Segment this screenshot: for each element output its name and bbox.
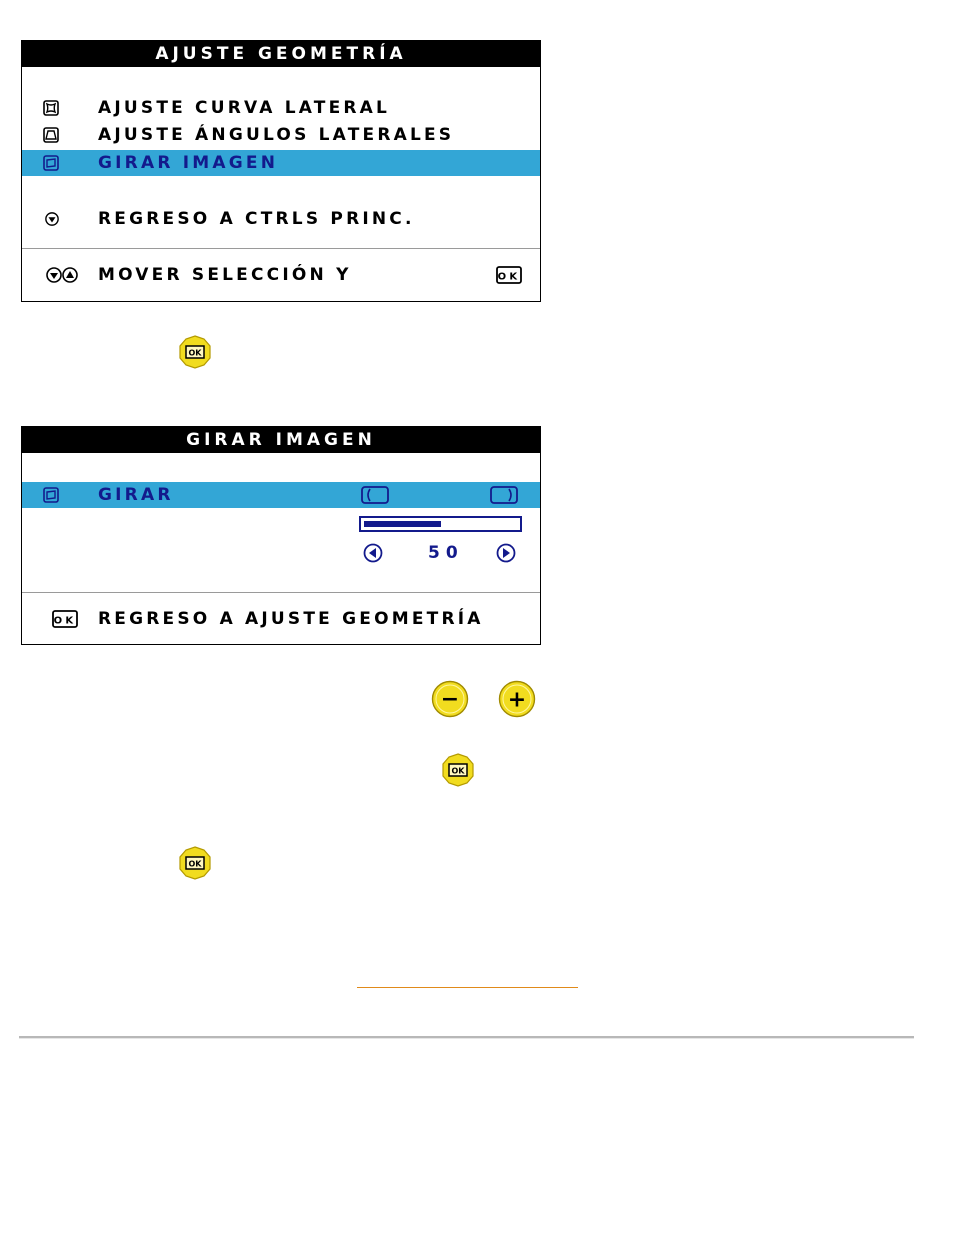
menu-title: GIRAR IMAGEN — [22, 427, 540, 453]
up-down-arrows-icon — [46, 267, 80, 283]
menu-item-girar-imagen[interactable]: GIRAR IMAGEN — [22, 150, 540, 176]
svg-text:OK: OK — [498, 272, 521, 283]
svg-text:OK: OK — [189, 860, 203, 869]
ok-box-icon: OK — [496, 266, 522, 284]
divider — [22, 592, 540, 593]
menu-item-angulos-laterales[interactable]: AJUSTE ÁNGULOS LATERALES — [22, 122, 540, 148]
menu-item-label: AJUSTE CURVA LATERAL — [98, 95, 390, 121]
menu-title: AJUSTE GEOMETRÍA — [22, 41, 540, 67]
horizontal-rule — [19, 1036, 914, 1039]
plus-button[interactable]: + — [498, 680, 536, 718]
rotate-left-icon — [361, 486, 389, 504]
menu-item-label: GIRAR IMAGEN — [98, 150, 278, 176]
rotate-icon — [43, 155, 59, 171]
osd-menu-rotate: GIRAR IMAGEN GIRAR 50 OK REGRESO A — [21, 426, 541, 645]
menu-item-label: GIRAR — [98, 482, 174, 508]
down-arrow-icon — [45, 212, 59, 226]
rotation-level-fill — [364, 521, 441, 527]
svg-text:−: − — [441, 687, 459, 712]
rotate-icon — [43, 487, 59, 503]
osd-menu-geometry: AJUSTE GEOMETRÍA AJUSTE CURVA LATERAL AJ… — [21, 40, 541, 302]
ok-button[interactable]: OK — [178, 846, 212, 880]
svg-text:OK: OK — [189, 349, 203, 358]
menu-footer: MOVER SELECCIÓN Y OK — [22, 262, 540, 288]
svg-text:OK: OK — [452, 767, 466, 776]
link-underline[interactable] — [357, 987, 578, 988]
left-arrow-icon[interactable] — [363, 543, 383, 563]
rotation-value: 50 — [428, 543, 464, 563]
menu-item-label: REGRESO A CTRLS PRINC. — [98, 206, 415, 232]
menu-item-regreso-ctrls[interactable]: REGRESO A CTRLS PRINC. — [22, 206, 540, 232]
minus-button[interactable]: − — [431, 680, 469, 718]
menu-footer: OK REGRESO A AJUSTE GEOMETRÍA — [22, 606, 540, 632]
menu-item-label: AJUSTE ÁNGULOS LATERALES — [98, 122, 454, 148]
svg-text:+: + — [508, 688, 526, 713]
menu-item-curva-lateral[interactable]: AJUSTE CURVA LATERAL — [22, 95, 540, 121]
divider — [22, 248, 540, 249]
footer-label: REGRESO A AJUSTE GEOMETRÍA — [98, 606, 484, 632]
right-arrow-icon[interactable] — [496, 543, 516, 563]
svg-text:OK: OK — [54, 616, 77, 627]
ok-button[interactable]: OK — [178, 335, 212, 369]
footer-label: MOVER SELECCIÓN Y — [98, 262, 352, 288]
rotate-right-icon — [490, 486, 518, 504]
menu-item-girar[interactable]: GIRAR — [22, 482, 540, 508]
pincushion-icon — [43, 100, 59, 116]
rotation-level-bar[interactable] — [359, 516, 522, 532]
ok-button[interactable]: OK — [441, 753, 475, 787]
trapezoid-icon — [43, 127, 59, 143]
ok-box-icon: OK — [52, 610, 78, 628]
